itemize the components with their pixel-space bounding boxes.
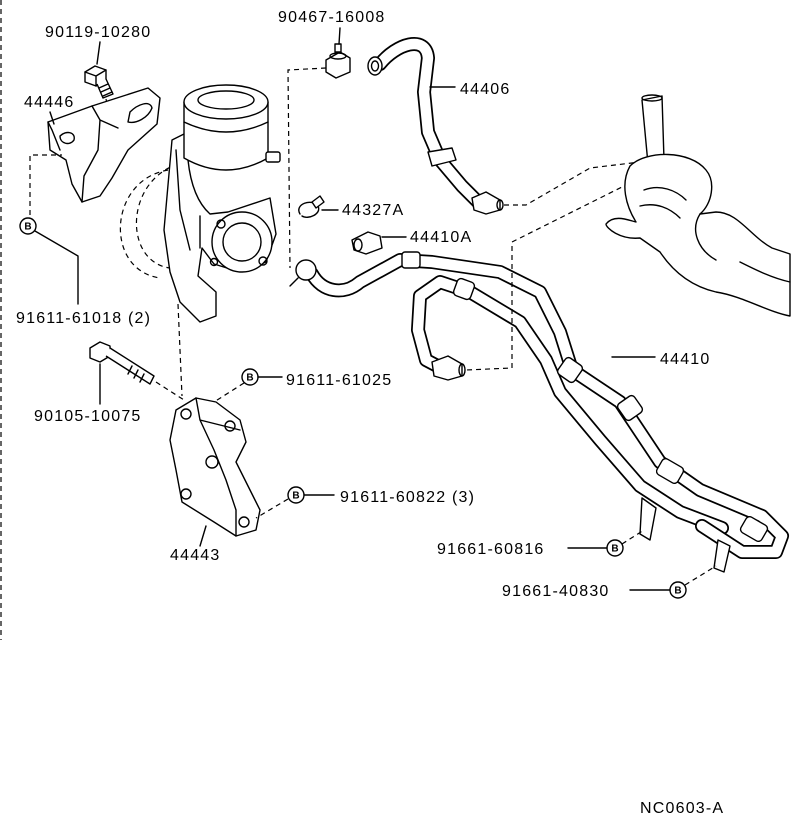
bolt-90105-drawing xyxy=(89,341,155,385)
svg-text:B: B xyxy=(246,373,253,384)
callout-91611-61025[interactable]: 91611-61025 xyxy=(286,372,392,389)
b-marker-right-1: B xyxy=(606,539,624,557)
b-marker-right-2: B xyxy=(669,581,687,599)
bolt-90119-drawing xyxy=(84,65,114,99)
fitting-90467-drawing xyxy=(325,43,351,79)
bracket-44446-drawing xyxy=(47,87,161,203)
drawing-code: NC0603-A xyxy=(640,800,724,817)
svg-text:B: B xyxy=(24,222,31,233)
bracket-44443-drawing xyxy=(169,397,261,537)
callout-44410[interactable]: 44410 xyxy=(660,351,711,368)
hose-44406-drawing xyxy=(367,37,504,215)
callout-90119-10280[interactable]: 90119-10280 xyxy=(45,24,151,41)
pump-assembly-drawing xyxy=(119,84,281,323)
callout-91661-60816[interactable]: 91661-60816 xyxy=(437,541,545,558)
callout-44410a[interactable]: 44410A xyxy=(410,229,472,246)
callout-90105-10075[interactable]: 90105-10075 xyxy=(34,408,142,425)
svg-text:B: B xyxy=(292,491,299,502)
clamp-44327a-drawing xyxy=(298,195,325,218)
callout-91611-60822[interactable]: 91611-60822 (3) xyxy=(340,489,475,506)
callout-44443[interactable]: 44443 xyxy=(170,547,221,564)
callout-44327a[interactable]: 44327A xyxy=(342,202,404,219)
steering-gear-drawing xyxy=(605,94,791,317)
tube-44410-drawing xyxy=(289,251,789,573)
svg-text:B: B xyxy=(674,586,681,597)
callout-90467-16008[interactable]: 90467-16008 xyxy=(278,9,386,26)
b-marker-lower: B xyxy=(287,486,305,504)
callout-91661-40830[interactable]: 91661-40830 xyxy=(502,583,610,600)
fitting-44410a-drawing xyxy=(351,231,383,255)
callout-44446[interactable]: 44446 xyxy=(24,94,75,111)
callout-44406[interactable]: 44406 xyxy=(460,81,511,98)
b-marker-left: B xyxy=(19,217,37,235)
b-marker-mid: B xyxy=(241,368,259,386)
callout-91611-61018[interactable]: 91611-61018 (2) xyxy=(16,310,151,327)
svg-text:B: B xyxy=(611,544,618,555)
